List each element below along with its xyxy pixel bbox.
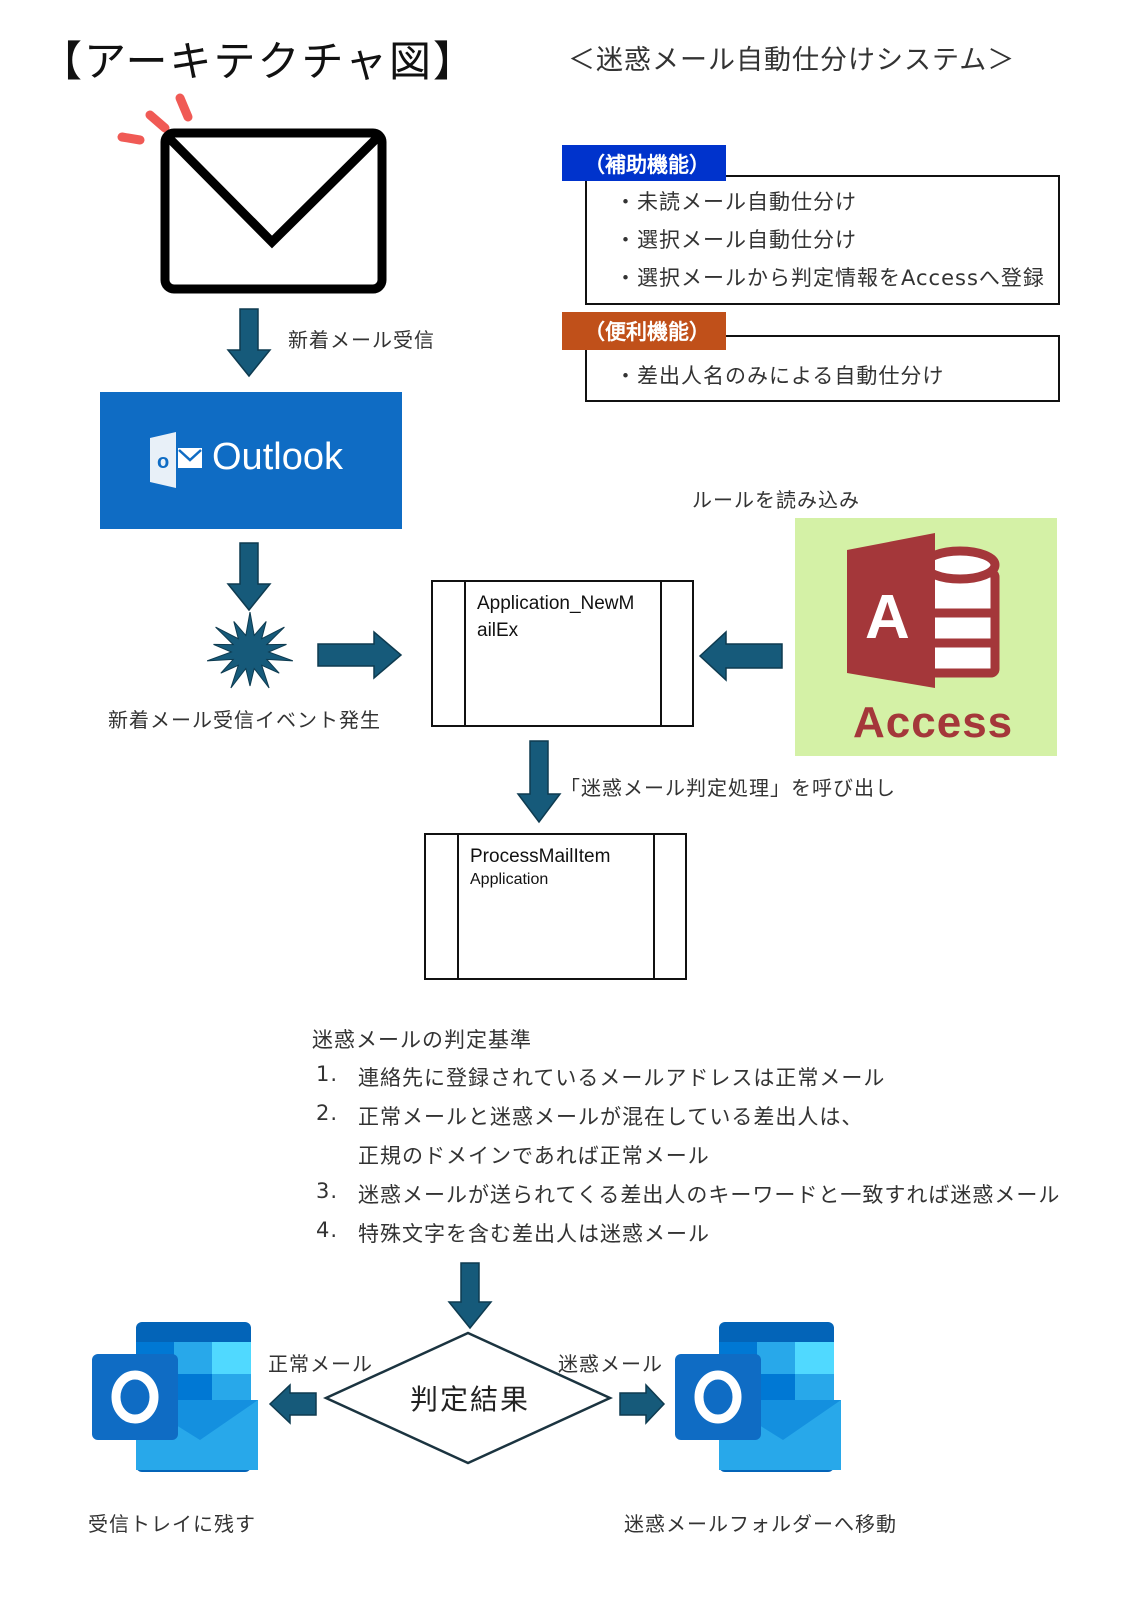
handler-name-line2: ailEx — [477, 620, 519, 641]
event-burst-icon — [206, 612, 294, 689]
feature-item: ・未読メール自動仕分け — [615, 190, 857, 214]
criteria-number: 3. — [316, 1179, 339, 1203]
new-mail-envelope-icon — [117, 93, 387, 294]
process-right-bar — [653, 835, 655, 978]
spam-mail-branch-label: 迷惑メール — [558, 1352, 663, 1376]
criteria-number: 2. — [316, 1101, 339, 1125]
auxiliary-features-tag: （補助機能） — [562, 145, 726, 181]
criteria-number: 1. — [316, 1062, 339, 1086]
auxiliary-features-box — [585, 175, 1060, 305]
outlook-app-block: o Outlook — [100, 392, 402, 529]
new-mail-label: 新着メール受信 — [288, 328, 435, 352]
keep-in-inbox-label: 受信トレイに残す — [88, 1512, 256, 1536]
feature-item: ・選択メールから判定情報をAccessへ登録 — [615, 266, 1045, 290]
normal-mail-branch-label: 正常メール — [268, 1352, 373, 1376]
decision-label: 判定結果 — [410, 1383, 531, 1416]
page-subtitle: ＜迷惑メール自動仕分けシステム＞ — [568, 45, 1016, 76]
criteria-number: 4. — [316, 1218, 339, 1242]
arrow-down-icon — [447, 1262, 493, 1330]
criteria-item: 連絡先に登録されているメールアドレスは正常メール — [358, 1066, 886, 1090]
arrow-down-icon — [226, 308, 272, 378]
feature-item: ・選択メール自動仕分け — [615, 228, 857, 252]
event-label: 新着メール受信イベント発生 — [108, 708, 381, 732]
criteria-heading: 迷惑メールの判定基準 — [312, 1028, 532, 1052]
svg-text:o: o — [157, 451, 169, 473]
new-mail-handler-process: Application_NewM ailEx — [431, 580, 694, 727]
arrow-right-icon — [619, 1383, 666, 1425]
process-right-bar — [660, 582, 662, 725]
feature-item: ・差出人名のみによる自動仕分け — [615, 364, 945, 388]
notification-marks-icon — [117, 93, 193, 145]
outlook-logo-icon: o — [150, 432, 202, 488]
arrow-down-icon — [516, 740, 562, 824]
arrow-right-icon — [317, 630, 403, 680]
processor-name: ProcessMailItem — [470, 846, 611, 867]
call-judgement-label: 「迷惑メール判定処理」を呼び出し — [560, 776, 896, 800]
processor-sub: Application — [470, 871, 549, 888]
outlook-inbox-icon — [92, 1322, 258, 1472]
move-to-junk-label: 迷惑メールフォルダーへ移動 — [624, 1512, 897, 1536]
access-logo-icon: A — [847, 533, 1000, 688]
svg-text:A: A — [865, 583, 910, 652]
arrow-left-icon — [698, 630, 783, 682]
outlook-label: Outlook — [212, 436, 343, 478]
access-db-block: A Access — [795, 518, 1057, 756]
access-read-rules-label: ルールを読み込み — [692, 488, 860, 512]
arrow-down-icon — [226, 542, 272, 612]
criteria-item: 正規のドメインであれば正常メール — [358, 1144, 710, 1168]
decision-diamond — [322, 1331, 614, 1465]
outlook-junk-icon — [675, 1322, 841, 1472]
criteria-item: 特殊文字を含む差出人は迷惑メール — [358, 1222, 710, 1246]
criteria-item: 正常メールと迷惑メールが混在している差出人は、 — [358, 1105, 864, 1129]
criteria-item: 迷惑メールが送られてくる差出人のキーワードと一致すれば迷惑メール — [358, 1183, 1061, 1207]
process-left-bar — [464, 582, 466, 725]
access-label: Access — [853, 698, 1014, 747]
process-mail-item-process: ProcessMailItem Application — [424, 833, 687, 980]
convenience-features-tag: （便利機能） — [562, 312, 726, 350]
handler-name-line1: Application_NewM — [477, 593, 635, 614]
arrow-left-icon — [268, 1383, 317, 1425]
page-title: 【アーキテクチャ図】 — [40, 37, 478, 86]
process-left-bar — [457, 835, 459, 978]
